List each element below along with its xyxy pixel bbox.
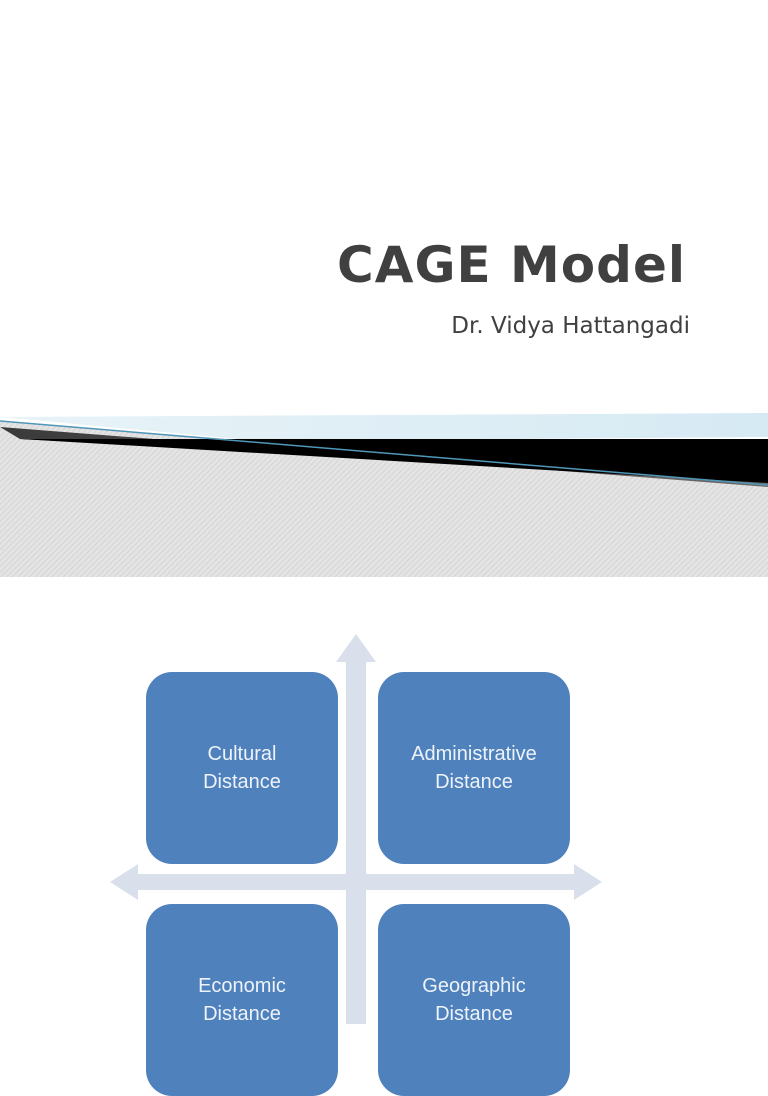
- quadrant-line-1: Administrative: [411, 743, 537, 765]
- quadrant-geographic-distance: Geographic Distance: [378, 904, 570, 1096]
- decorative-banner: [0, 385, 768, 577]
- quadrant-line-2: Distance: [203, 771, 281, 793]
- quadrant-cultural-distance: Cultural Distance: [146, 672, 338, 864]
- quadrant-line-2: Distance: [435, 1003, 513, 1025]
- hatched-band: [0, 421, 768, 577]
- quadrant-line-1: Economic: [198, 975, 286, 997]
- up-arrow-icon: [336, 634, 376, 1024]
- quadrant-line-1: Cultural: [207, 743, 277, 765]
- slide-title: CAGE Model: [337, 236, 686, 294]
- axis-arrows: [110, 634, 602, 1024]
- quadrant-economic-distance: Economic Distance: [146, 904, 338, 1096]
- quadrant-line-1: Geographic: [422, 975, 526, 997]
- left-right-arrow-icon: [110, 864, 602, 900]
- quadrant-line-2: Distance: [435, 771, 513, 793]
- black-wedge: [20, 439, 768, 483]
- cage-diagram: Cultural Distance Administrative Distanc…: [100, 630, 612, 1096]
- quadrant-administrative-distance: Administrative Distance: [378, 672, 570, 864]
- pale-blue-band: [0, 413, 768, 441]
- slide-subtitle: Dr. Vidya Hattangadi: [451, 313, 690, 339]
- quadrant-line-2: Distance: [203, 1003, 281, 1025]
